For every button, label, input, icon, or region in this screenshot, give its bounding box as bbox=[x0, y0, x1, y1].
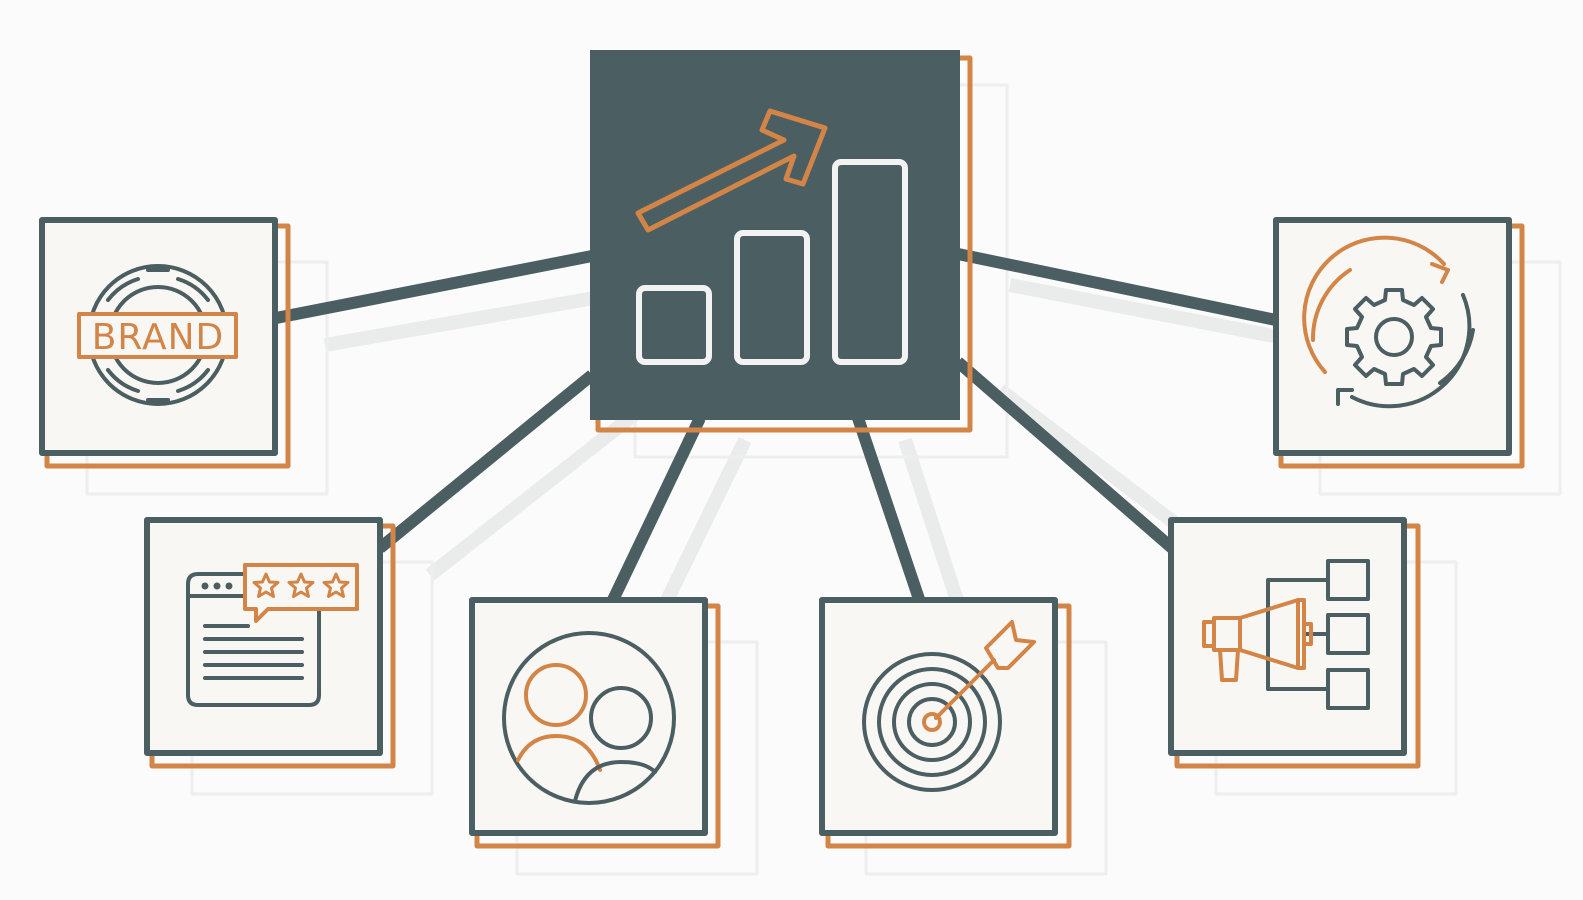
brand-stamp-icon bbox=[77, 264, 238, 406]
connector-targeting bbox=[852, 416, 926, 604]
brand-label: BRAND bbox=[92, 317, 225, 358]
node-card-audience bbox=[469, 597, 721, 849]
node-card-reviews bbox=[144, 517, 396, 769]
node-card-campaigns bbox=[1168, 517, 1421, 769]
megaphone-channels-icon bbox=[1202, 559, 1370, 710]
connector-automation bbox=[956, 248, 1278, 326]
hub-card bbox=[590, 50, 973, 433]
gear-cycle-icon bbox=[1302, 235, 1475, 409]
growth-chart-icon bbox=[635, 108, 908, 365]
connector-lines bbox=[274, 248, 1278, 605]
node-card-brand: BRAND bbox=[39, 217, 291, 469]
connector-brand bbox=[274, 250, 594, 324]
connector-campaigns bbox=[954, 357, 1176, 553]
target-arrow-icon bbox=[862, 620, 1036, 792]
node-card-automation bbox=[1273, 217, 1525, 469]
audience-users-icon bbox=[502, 631, 676, 805]
connector-audience bbox=[606, 415, 706, 605]
node-card-targeting bbox=[819, 597, 1072, 849]
review-rating-icon bbox=[186, 563, 359, 707]
connector-reviews bbox=[376, 370, 596, 553]
